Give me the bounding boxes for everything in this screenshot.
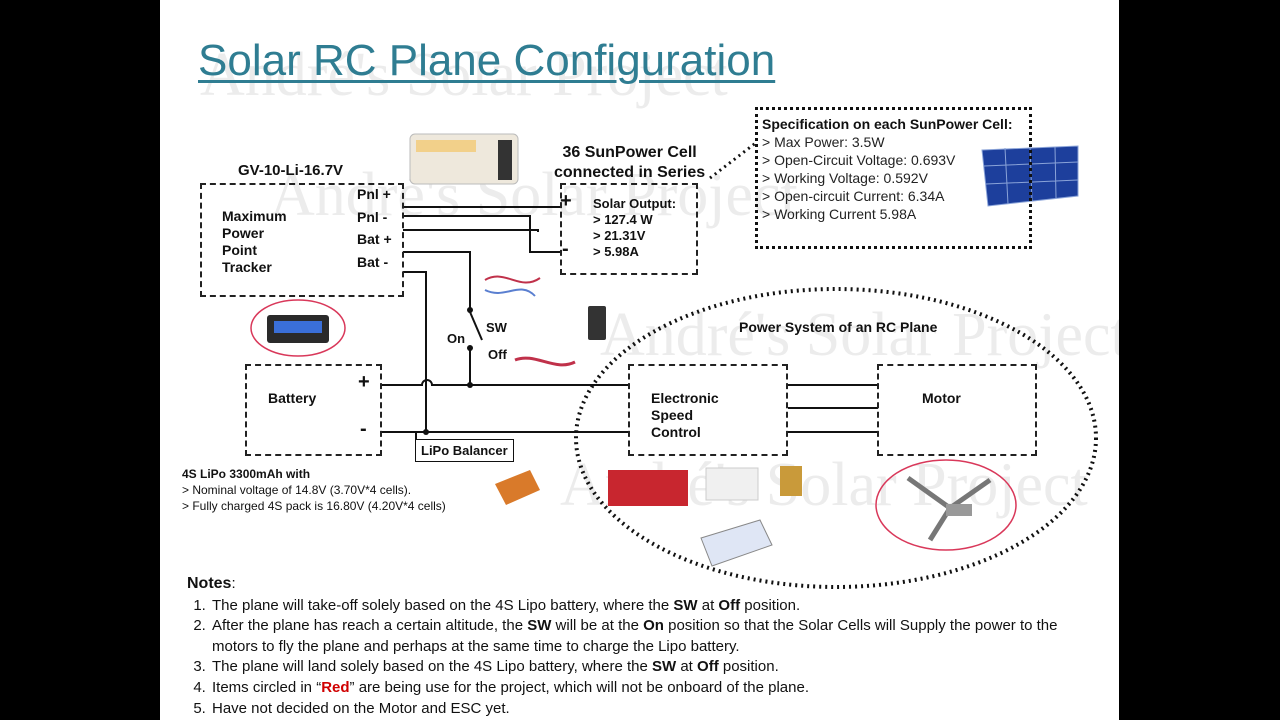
notes-list: The plane will take-off solely based on … (187, 596, 1087, 720)
terminal-pnl-minus: Pnl - (357, 209, 388, 225)
wire-bat-plus (403, 229, 539, 232)
note-item: The plane will land solely based on the … (210, 657, 1087, 678)
solar-heading: 36 SunPower Cell connected in Series (554, 144, 706, 181)
page-title: Solar RC Plane Configuration (198, 36, 776, 85)
esc-image (608, 470, 688, 506)
battery-desc-line: > Fully charged 4S pack is 16.80V (4.20V… (182, 499, 446, 513)
note-item: Have not decided on the Motor and ESC ye… (210, 699, 1087, 720)
battery-desc-title: 4S LiPo 3300mAh with (182, 467, 311, 481)
motor-box (877, 364, 1037, 456)
solar-output-power: > 127.4 W (593, 212, 653, 227)
esc-box (628, 364, 788, 456)
spec-item: > Max Power: 3.5W (762, 134, 885, 150)
battery-minus-sign: - (360, 418, 367, 440)
spec-leader-line (709, 140, 758, 180)
notes-heading-colon: : (231, 575, 236, 592)
servo-image (780, 466, 802, 496)
spec-item: > Working Voltage: 0.592V (762, 170, 928, 186)
battery-desc-line: > Nominal voltage of 14.8V (3.70V*4 cell… (182, 483, 412, 497)
solar-output-box (560, 183, 698, 275)
solar-output-title: Solar Output: (593, 196, 677, 211)
solar-minus-sign: - (562, 238, 569, 260)
lipo-checker-image (495, 470, 540, 505)
mppt-model-label: GV-10-Li-16.7V (238, 162, 344, 179)
terminal-pnl-plus: Pnl + (357, 186, 391, 202)
terminal-bat-minus: Bat - (357, 254, 389, 270)
switch-blade (469, 311, 483, 341)
terminal-bat-plus: Bat + (357, 231, 392, 247)
cable-image (484, 275, 541, 284)
esc-label: Electronic Speed Control (651, 390, 719, 440)
switch-on-label: On (447, 331, 466, 346)
solar-output-current: > 5.98A (593, 244, 639, 259)
solar-plus-sign: + (560, 190, 572, 212)
wire-pnl-minus (403, 215, 562, 253)
battery-plus-sign: + (358, 371, 370, 393)
spec-item: > Working Current 5.98A (762, 206, 917, 222)
wiring-diagram (250, 133, 1098, 589)
spec-item: > Open-Circuit Voltage: 0.693V (762, 152, 956, 168)
red-circle-wattmeter (250, 299, 346, 357)
spec-box: Specification on each SunPower Cell: > M… (755, 107, 1032, 249)
power-system-boundary (574, 287, 1098, 589)
notes-heading: Notes (187, 575, 232, 592)
wire-bat-minus (403, 271, 427, 432)
motor-label: Motor (922, 390, 961, 406)
note-item: The plane will take-off solely based on … (210, 596, 1087, 617)
red-circle-propeller (875, 459, 1017, 551)
note-item: Items circled in “Red” are being use for… (210, 678, 1087, 699)
switch-harness-image (514, 356, 576, 367)
note-item: After the plane has reach a certain alti… (210, 616, 1087, 657)
balancer-board-image (700, 519, 773, 567)
connector-image (705, 467, 759, 501)
solar-output-voltage: > 21.31V (593, 228, 646, 243)
receiver-image (588, 306, 606, 340)
spec-item: > Open-circuit Current: 6.34A (762, 188, 945, 204)
battery-box (245, 364, 382, 456)
wire-battery-plus (382, 379, 628, 386)
lipo-balancer-label: LiPo Balancer (415, 439, 514, 462)
switch-label: SW (486, 320, 507, 335)
wire-bat-plus-b (403, 251, 471, 310)
notes-section: Notes: The plane will take-off solely ba… (187, 574, 1087, 719)
battery-label: Battery (268, 390, 317, 406)
mppt-box (200, 183, 404, 297)
mppt-description: Maximum Power Point Tracker (222, 208, 287, 275)
slide: André's Solar Project André's Solar Proj… (160, 0, 1119, 720)
switch-off-label: Off (488, 347, 507, 362)
power-system-title: Power System of an RC Plane (739, 319, 938, 335)
spec-title: Specification on each SunPower Cell: (762, 116, 1013, 132)
